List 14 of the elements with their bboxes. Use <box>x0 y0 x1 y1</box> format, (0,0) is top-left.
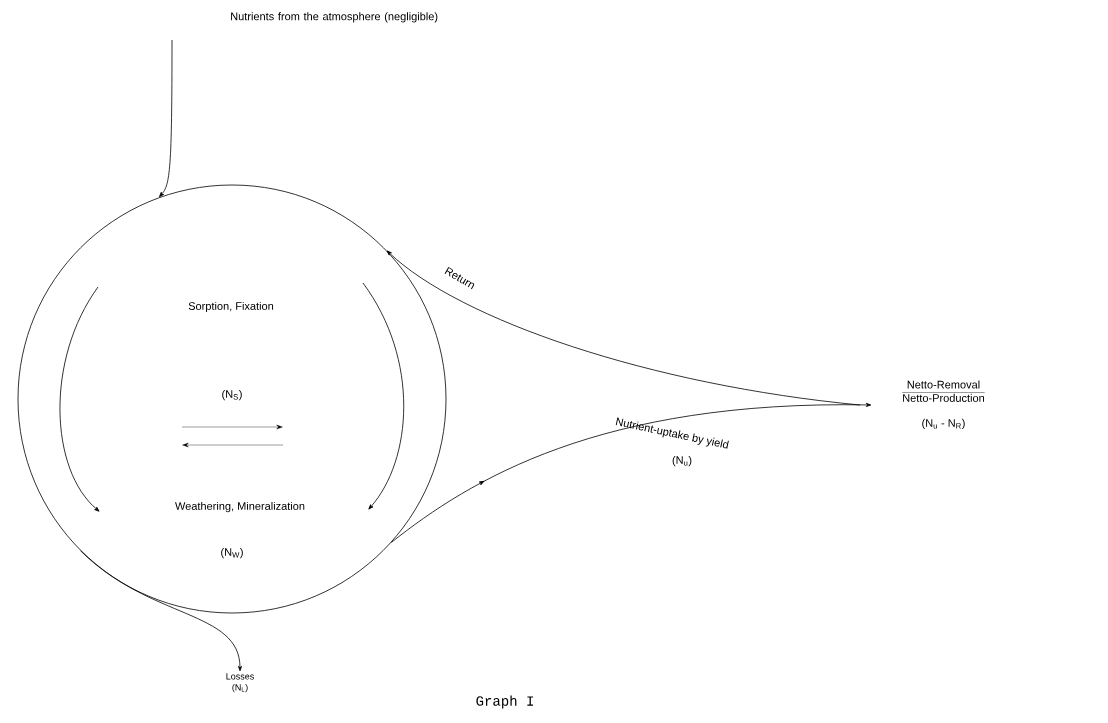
arrow <box>386 250 861 406</box>
caption: Graph I <box>476 695 533 709</box>
node-text: (N$_{S}$) <box>222 389 242 401</box>
node-text: Sorption, Fixation <box>188 301 274 313</box>
inflow-text: Nutrients from the atmosphere (negligible) <box>231 12 438 23</box>
losses-text: Losses (N$_{L}$) <box>226 673 254 693</box>
flow-symbol: (N$_{u}$) <box>672 455 692 467</box>
arrow <box>80 550 242 672</box>
arrow <box>159 39 173 198</box>
arrow <box>390 402 872 543</box>
fraction-text: Netto-Removal Netto-Production (N$_{u}$ - N$_{R}$) <box>902 380 985 430</box>
soil-circle <box>17 184 447 614</box>
node-text: (N$_{W}$) <box>221 547 243 559</box>
node-text: Weathering, Mineralization <box>175 501 305 513</box>
